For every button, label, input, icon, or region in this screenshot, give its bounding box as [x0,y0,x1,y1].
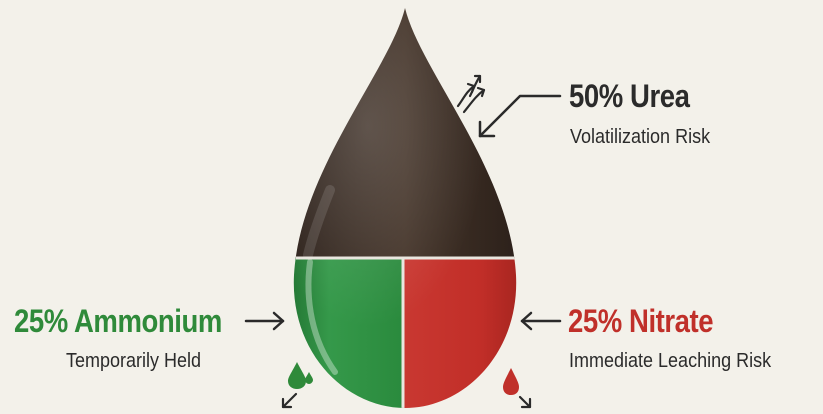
nitrate-pointer-arrow [520,311,562,331]
ammonium-pointer-arrow [244,311,285,331]
rising-vapor-arrows-icon [456,74,486,114]
nitrate-subtitle: Immediate Leaching Risk [569,350,772,372]
ammonium-title: 25% Ammonium [14,303,222,339]
urea-subtitle: Volatilization Risk [570,126,711,148]
ammonium-subtitle: Temporarily Held [66,350,202,372]
urea-pointer-arrow [478,94,562,138]
red-droplet-icon [503,368,532,409]
urea-title: 50% Urea [569,78,690,114]
nitrate-title: 25% Nitrate [568,303,714,339]
green-droplet-icon [281,362,313,409]
